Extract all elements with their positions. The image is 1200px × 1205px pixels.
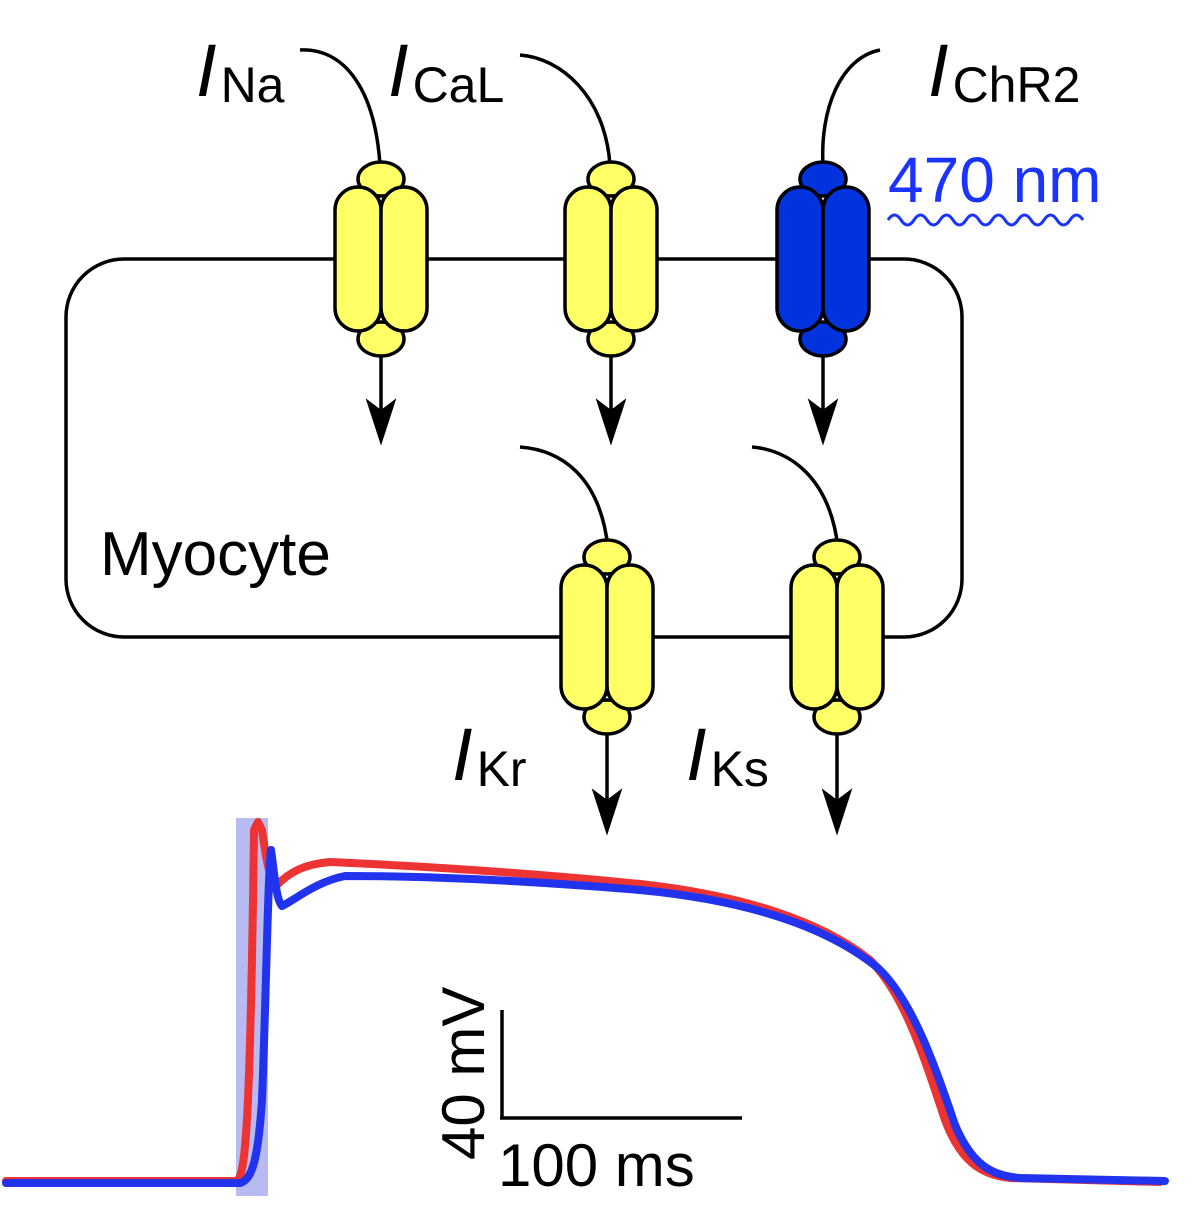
trace-red (2, 818, 1164, 1186)
current-leads (299, 48, 881, 549)
arrow-na (365, 355, 397, 446)
cell-label: Myocyte (100, 520, 331, 589)
arrow-cal (595, 355, 627, 446)
lead-ks (751, 445, 840, 549)
scale-bar-vertical-label: 40 mV (430, 987, 497, 1160)
arrow-chr2 (807, 355, 839, 446)
arrow-kr (591, 733, 623, 836)
lead-na (299, 48, 382, 166)
flux-arrows (365, 355, 853, 836)
light-label: 470 nm (888, 144, 1101, 216)
arrow-ks (821, 733, 853, 836)
label-kr: IKr (452, 713, 527, 797)
lead-kr (519, 445, 610, 549)
cell-membrane (64, 257, 964, 639)
channel-cal (563, 160, 659, 358)
trace-blue (2, 846, 1169, 1187)
channel-na (333, 160, 429, 358)
lead-cal (519, 53, 612, 166)
light-wave (886, 213, 1085, 227)
channel-chr2 (775, 160, 871, 358)
label-na: INa (196, 29, 285, 113)
label-cal: ICaL (388, 29, 504, 113)
scale-bar (500, 1010, 742, 1120)
channel-kr (559, 538, 655, 736)
lead-chr2 (820, 48, 881, 166)
scale-bar-horizontal-label: 100 ms (498, 1132, 695, 1199)
label-ks: IKs (686, 713, 769, 797)
channel-ks (789, 538, 885, 736)
label-chr2: IChR2 (928, 29, 1080, 113)
